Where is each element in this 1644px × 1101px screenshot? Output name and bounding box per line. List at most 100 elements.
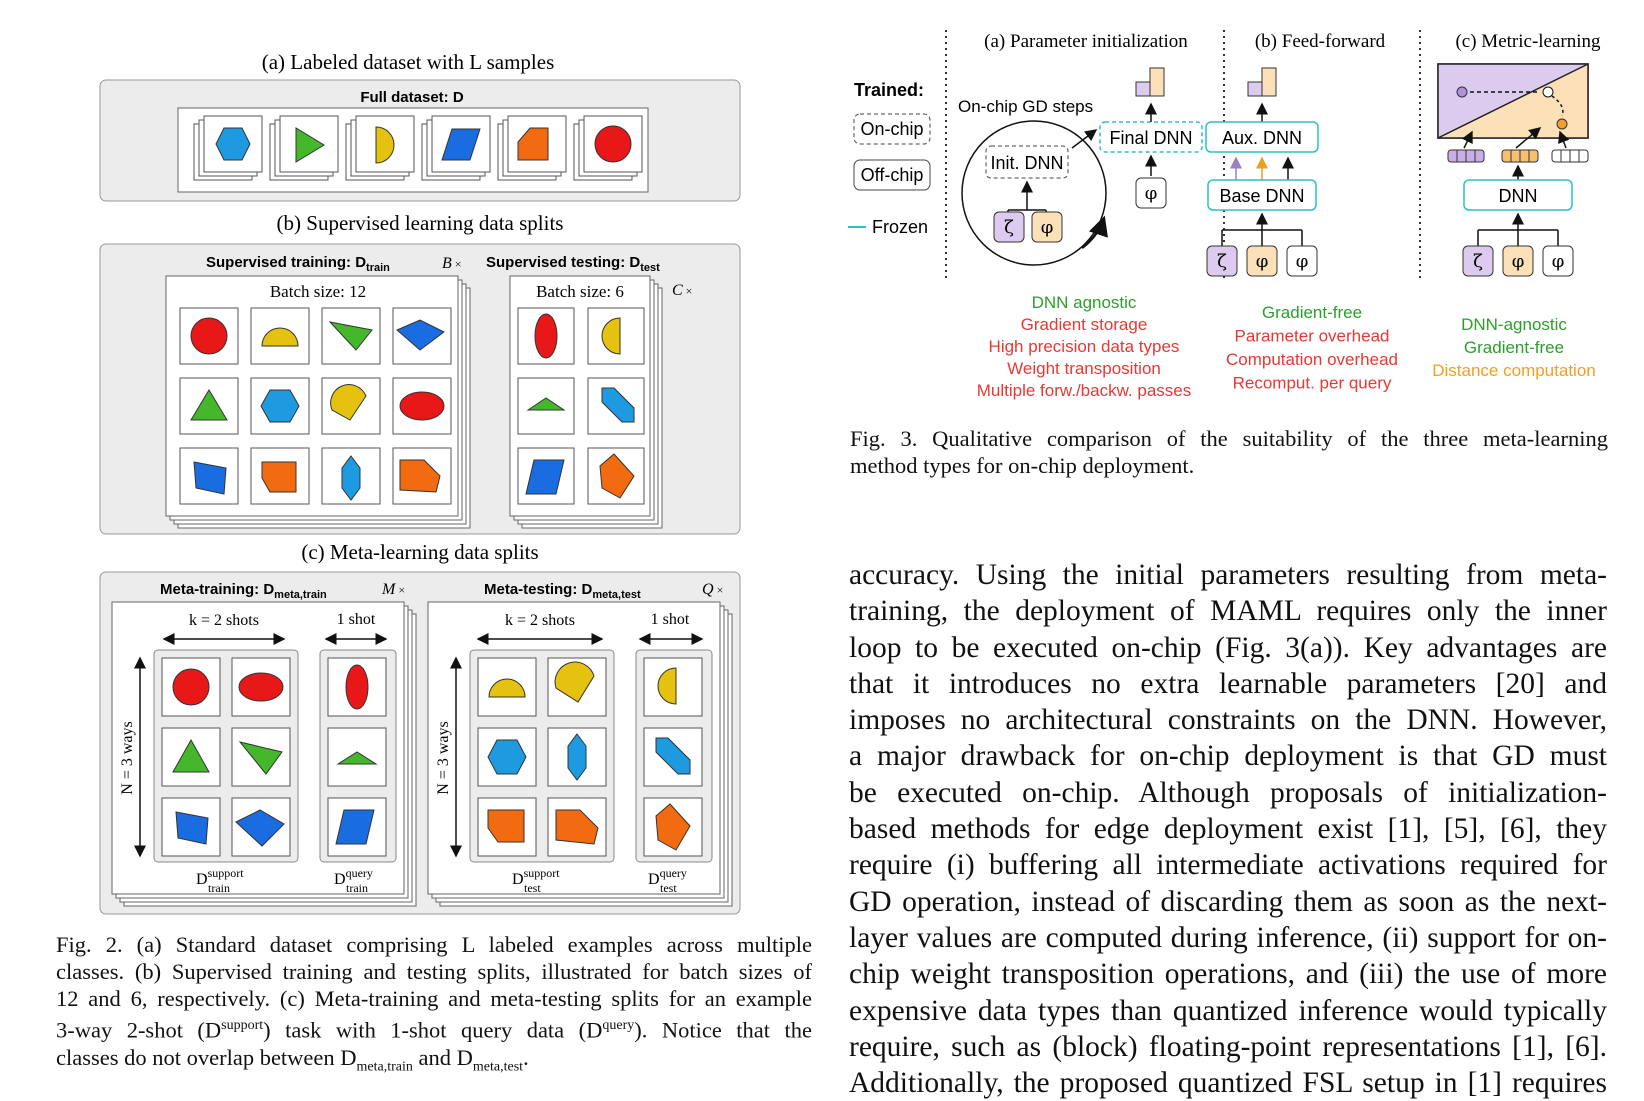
- figure-3: Trained: On-chip Off-chip Frozen (a) Par…: [848, 30, 1601, 400]
- meta-test-mult: Q×: [702, 581, 723, 598]
- body-line: layer values are computed during inferen…: [849, 921, 1607, 954]
- panel-c-title: (c) Meta-learning data splits: [301, 540, 538, 564]
- zeta-box-c: [1462, 245, 1494, 277]
- test-support-grid: [477, 657, 607, 857]
- body-line: a major drawback for on-chip deployment …: [849, 740, 1607, 773]
- props-a-item: DNN agnostic: [1032, 293, 1137, 312]
- body-line: loop to be executed on-chip (Fig. 3(a)).…: [849, 631, 1607, 664]
- body-line: imposes no architectural constraints on …: [849, 704, 1607, 737]
- embedding-lilac: [1447, 149, 1485, 163]
- pentagon-shape: [517, 127, 549, 161]
- output-b-lilac: [1247, 81, 1263, 97]
- fig3-caption-line1: Fig. 3. Qualitative comparison of the su…: [850, 426, 1608, 451]
- sup-train-mult: B×: [442, 255, 462, 272]
- hexagon-shape: [215, 127, 251, 161]
- prototype-lilac: [1456, 86, 1468, 98]
- init-dnn-box: [985, 145, 1069, 179]
- props-b-item: Computation overhead: [1226, 350, 1398, 369]
- meta-test-label: Meta-testing: Dmeta,test: [484, 581, 641, 601]
- panel-a-title: (a) Labeled dataset with L samples: [262, 50, 555, 74]
- output-a-orange: [1149, 67, 1165, 97]
- train-batch-size: Batch size: 12: [270, 282, 366, 301]
- panel-b-title: (b) Supervised learning data splits: [277, 211, 564, 235]
- test-batch-grid: [517, 307, 645, 505]
- embedding-query: [1551, 149, 1589, 163]
- gd-loop-circle: [961, 120, 1107, 266]
- col-a-title: (a) Parameter initialization: [984, 31, 1188, 52]
- train-k-shots: k = 2 shots: [189, 612, 259, 629]
- meta-train-mult: M×: [381, 581, 405, 598]
- legend-onchip-box: [853, 113, 931, 145]
- aux-dnn-box: [1205, 121, 1319, 153]
- phi-box-b: [1246, 245, 1278, 277]
- train-one-shot: 1 shot: [337, 611, 376, 628]
- zeta-label-a: ζ: [1004, 217, 1014, 238]
- sample-stack-triangle: [269, 115, 339, 181]
- figure-2: (a) Labeled dataset with L samples Full …: [99, 50, 741, 915]
- fig2-caption-line3: 12 and 6, respectively. (c) Meta-trainin…: [56, 986, 812, 1011]
- props-b-item: Parameter overhead: [1235, 327, 1390, 346]
- phi-input-c: [1542, 245, 1574, 277]
- zeta-label-c: ζ: [1473, 251, 1483, 272]
- prototype-orange: [1556, 118, 1568, 130]
- sup-test-label: Supervised testing: Dtest: [486, 254, 660, 274]
- circle-shape: [594, 125, 632, 163]
- legend-frozen: Frozen: [872, 217, 928, 237]
- props-a-item: High precision data types: [989, 337, 1180, 356]
- col-b-title: (b) Feed-forward: [1255, 31, 1386, 52]
- phi-box-a: [1031, 211, 1063, 243]
- support-train-sub: train: [208, 881, 230, 895]
- body-line: Additionally, the proposed quantized FSL…: [849, 1067, 1607, 1100]
- fig3-caption: Fig. 3. Qualitative comparison of the su…: [850, 425, 1608, 479]
- support-train-label: Dsupport: [196, 866, 244, 888]
- body-line: GD operation, instead of discarding them…: [849, 885, 1607, 918]
- legend-onchip: On-chip: [860, 119, 923, 139]
- train-n-ways: N = 3 ways: [119, 721, 136, 794]
- props-c-item: Gradient-free: [1464, 338, 1564, 357]
- gd-steps-label: On-chip GD steps: [958, 97, 1093, 116]
- semicircle-shape: [375, 126, 395, 164]
- sample-stack-circle: [573, 115, 643, 181]
- fig2-caption-line2: classes. (b) Supervised training and tes…: [56, 959, 812, 984]
- zeta-box-b: [1206, 245, 1238, 277]
- dnn-box: [1463, 179, 1573, 211]
- body-line: be executed on-chip. Although proposals …: [849, 776, 1607, 809]
- body-line: chip weight transposition operations, an…: [849, 958, 1607, 991]
- phi-input-a: [1135, 177, 1167, 209]
- test-one-shot: 1 shot: [651, 611, 690, 628]
- train-batch-grid: [179, 307, 452, 505]
- body-line: that it introduces no extra learnable pa…: [849, 667, 1607, 700]
- full-dataset-label: Full dataset: D: [360, 89, 464, 106]
- sample-stack-hexagon: [193, 115, 263, 181]
- query-train-sub: train: [346, 881, 368, 895]
- phi-input-b: [1286, 245, 1318, 277]
- fig2-caption: Fig. 2. (a) Standard dataset comprising …: [56, 931, 812, 1080]
- support-test-label: Dsupport: [512, 866, 560, 888]
- aux-dnn-label: Aux. DNN: [1222, 128, 1302, 148]
- zeta-label-b: ζ: [1217, 251, 1227, 272]
- legend-offchip: Off-chip: [861, 165, 924, 185]
- triangle-shape: [295, 127, 325, 163]
- gd-loop-arrow: [1081, 215, 1108, 249]
- props-a-item: Weight transposition: [1007, 359, 1161, 378]
- sup-train-label: Supervised training: Dtrain: [206, 254, 390, 274]
- sup-test-mult: C×: [672, 282, 692, 299]
- zeta-box-a: [993, 211, 1025, 243]
- props-a-item: Multiple forw./backw. passes: [977, 381, 1191, 400]
- meta-train-label: Meta-training: Dmeta,train: [160, 581, 327, 601]
- output-b-orange: [1261, 67, 1277, 97]
- body-line: expensive data types than quantized infe…: [849, 994, 1607, 1027]
- query-point: [1542, 86, 1554, 98]
- support-test-sub: test: [524, 881, 541, 895]
- fig2-caption-line4: 3-way 2-shot (Dsupport) task with 1-shot…: [56, 1017, 812, 1043]
- body-text: accuracy. Using the initial parameters r…: [849, 557, 1607, 1101]
- col-c-title: (c) Metric-learning: [1455, 31, 1601, 52]
- output-a-lilac: [1135, 81, 1151, 97]
- legend-offchip-box: [853, 159, 931, 191]
- body-line: require, such as (block) floating-point …: [849, 1030, 1607, 1063]
- fig3-caption-line2: method types for on-chip deployment.: [850, 453, 1195, 478]
- query-test-label: Dquery: [648, 866, 687, 888]
- body-line: require (i) buffering all intermediate a…: [849, 849, 1607, 882]
